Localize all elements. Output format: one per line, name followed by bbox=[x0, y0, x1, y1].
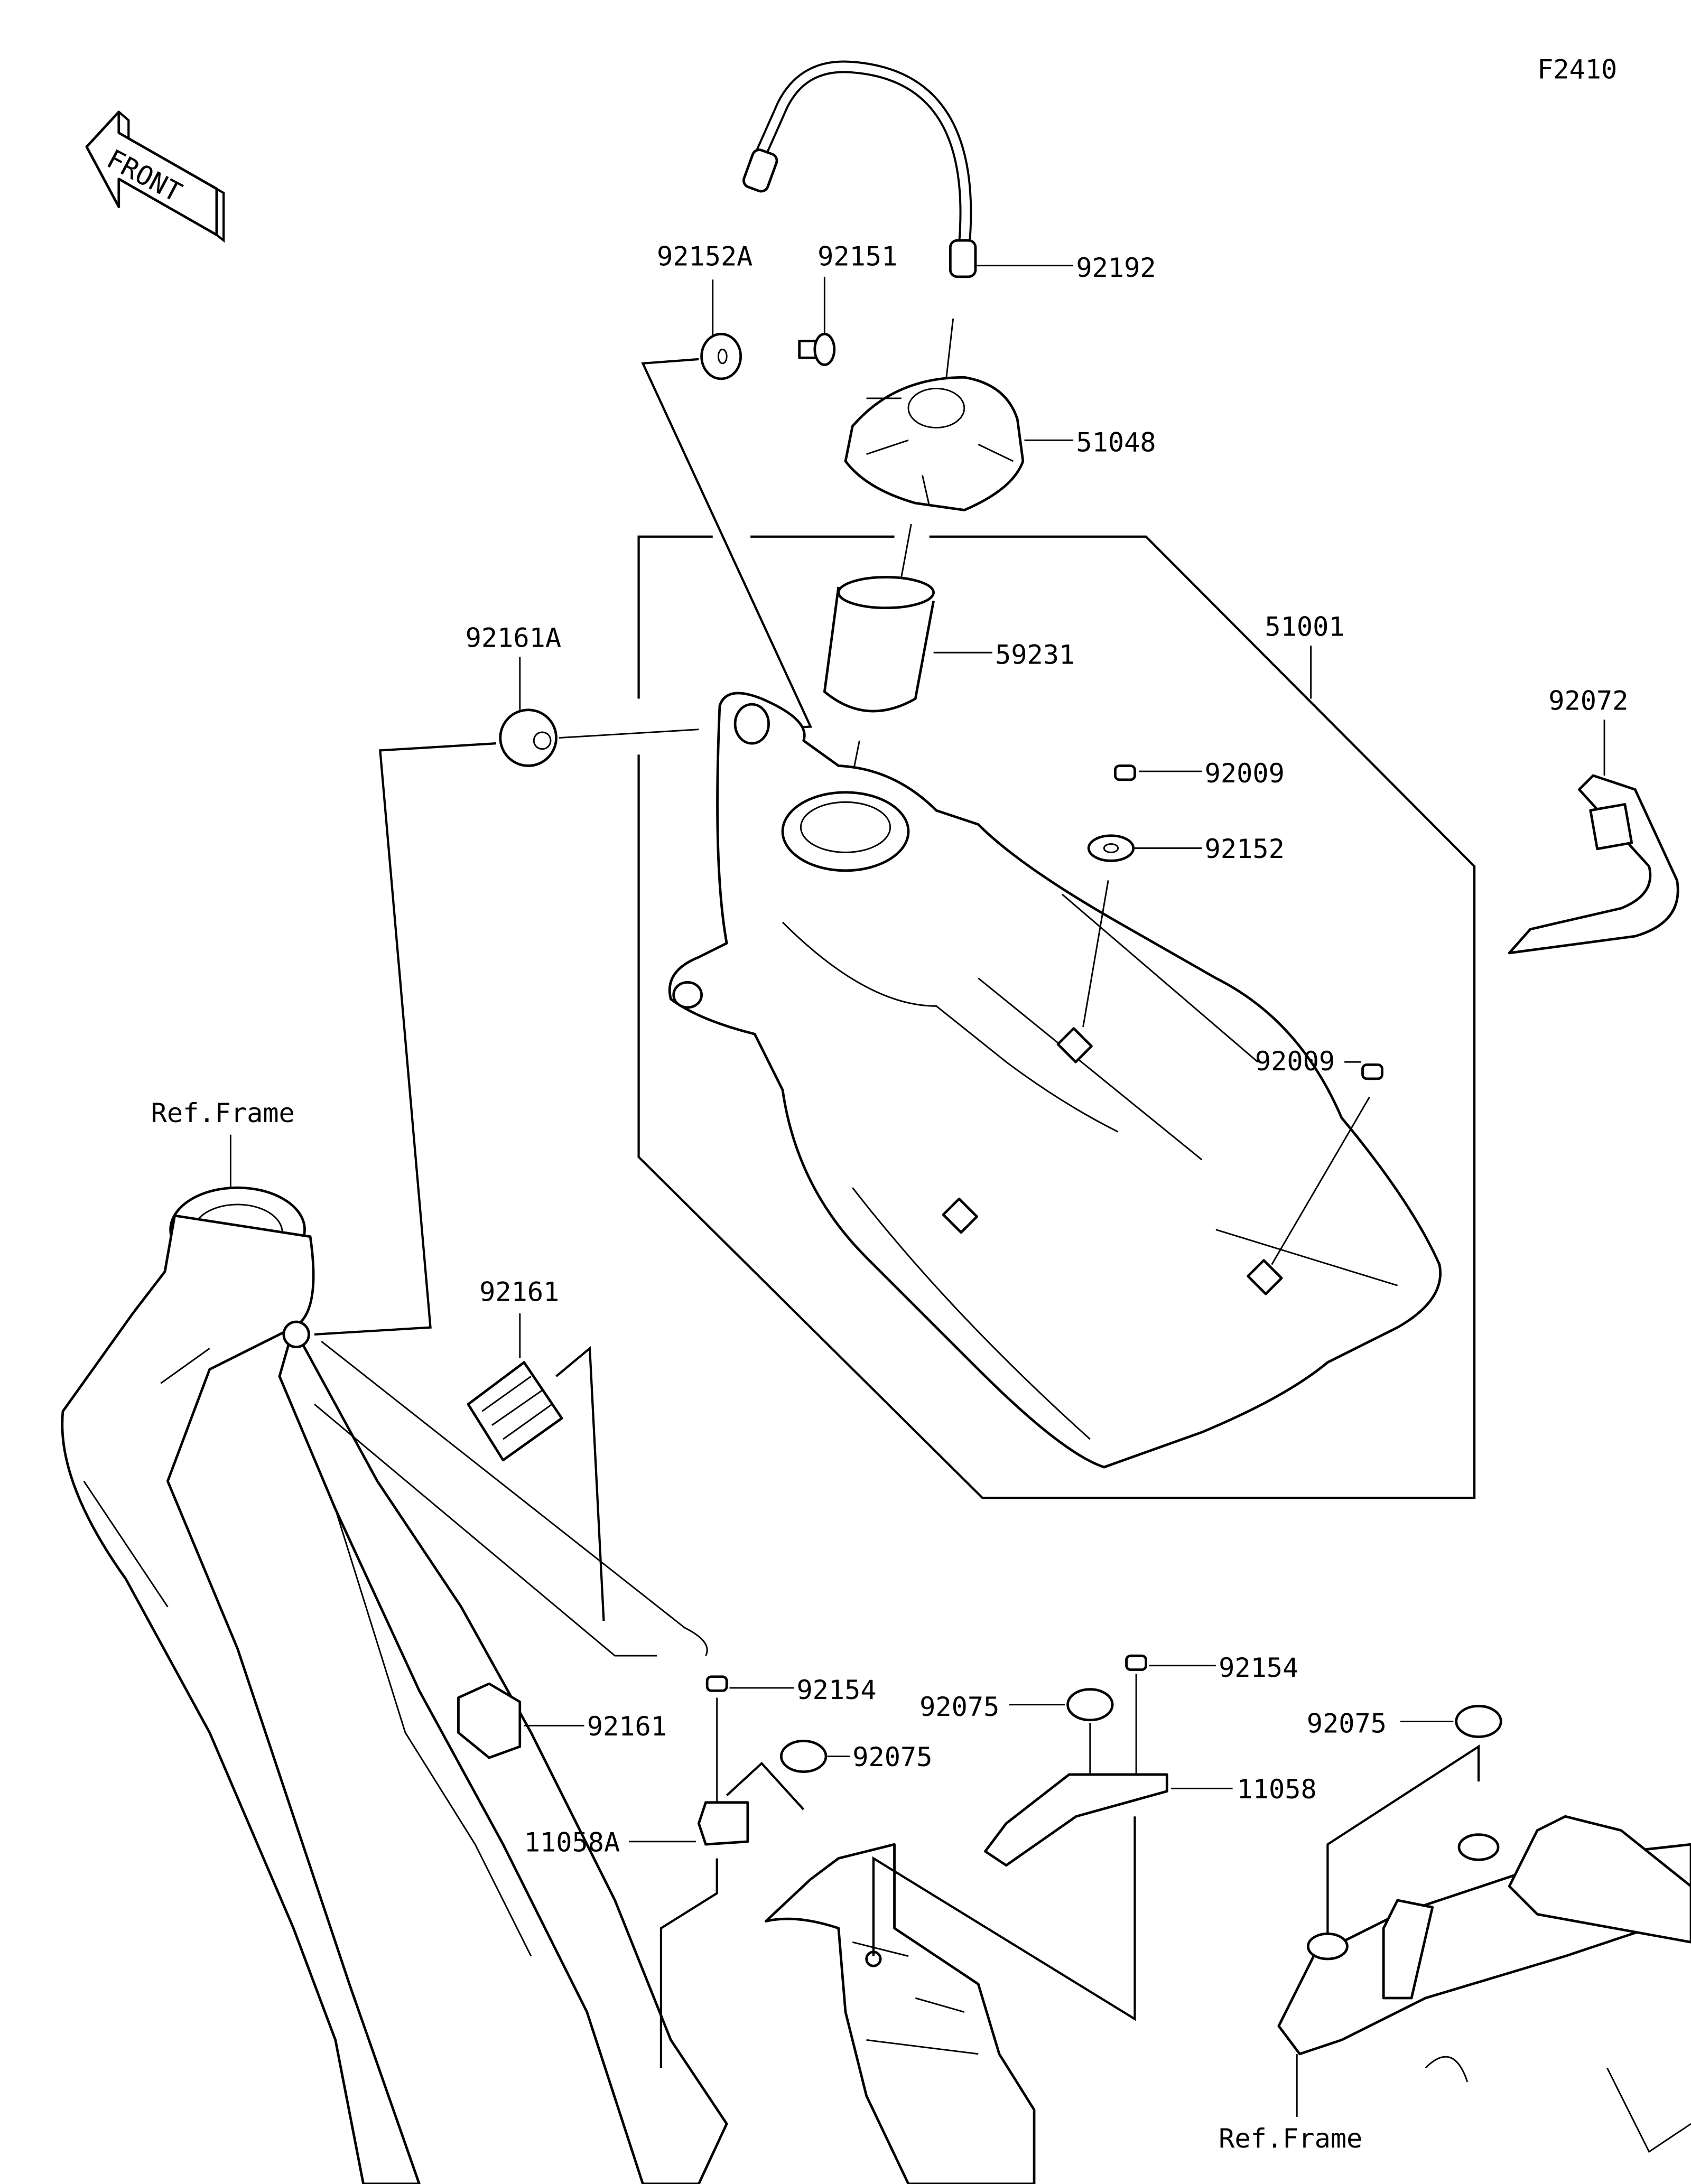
label-92161A: 92161A bbox=[466, 622, 561, 654]
label-92151: 92151 bbox=[817, 241, 897, 272]
fuel-tank bbox=[668, 692, 1442, 1469]
fuel-filter bbox=[823, 576, 935, 713]
frame-rear-section bbox=[1277, 1815, 1691, 2153]
label-92192: 92192 bbox=[1076, 252, 1156, 283]
label-ref-frame-top: Ref.Frame bbox=[151, 1097, 295, 1128]
front-arrow-icon: FRONT bbox=[85, 110, 225, 243]
label-92161-lower: 92161 bbox=[587, 1711, 667, 1742]
label-92075-center: 92075 bbox=[919, 1691, 999, 1722]
frame-center-section bbox=[764, 1843, 1036, 2184]
label-92009-lower: 92009 bbox=[1255, 1046, 1335, 1077]
label-92075-right: 92075 bbox=[1307, 1708, 1387, 1739]
figure-code: F2410 bbox=[1537, 53, 1617, 85]
label-92075-left: 92075 bbox=[852, 1741, 932, 1772]
label-92009-upper: 92009 bbox=[1205, 758, 1285, 789]
label-92161-upper: 92161 bbox=[479, 1276, 559, 1307]
label-ref-frame-bottom: Ref.Frame bbox=[1219, 2123, 1362, 2154]
label-92154-left: 92154 bbox=[796, 1674, 876, 1705]
breather-hose bbox=[742, 60, 977, 278]
label-92152A: 92152A bbox=[657, 241, 752, 272]
assembly-bracket bbox=[637, 535, 713, 699]
label-92154-right: 92154 bbox=[1219, 1652, 1298, 1683]
label-11058A: 11058A bbox=[524, 1826, 620, 1858]
label-59231: 59231 bbox=[995, 639, 1075, 670]
label-51048: 51048 bbox=[1076, 426, 1156, 458]
label-92152: 92152 bbox=[1205, 833, 1285, 864]
label-51001: 51001 bbox=[1265, 611, 1344, 642]
label-11058: 11058 bbox=[1237, 1774, 1316, 1805]
tank-strap bbox=[1508, 774, 1679, 955]
fuel-cap bbox=[844, 376, 1025, 511]
frame bbox=[61, 1186, 728, 2184]
label-92072: 92072 bbox=[1548, 685, 1628, 716]
